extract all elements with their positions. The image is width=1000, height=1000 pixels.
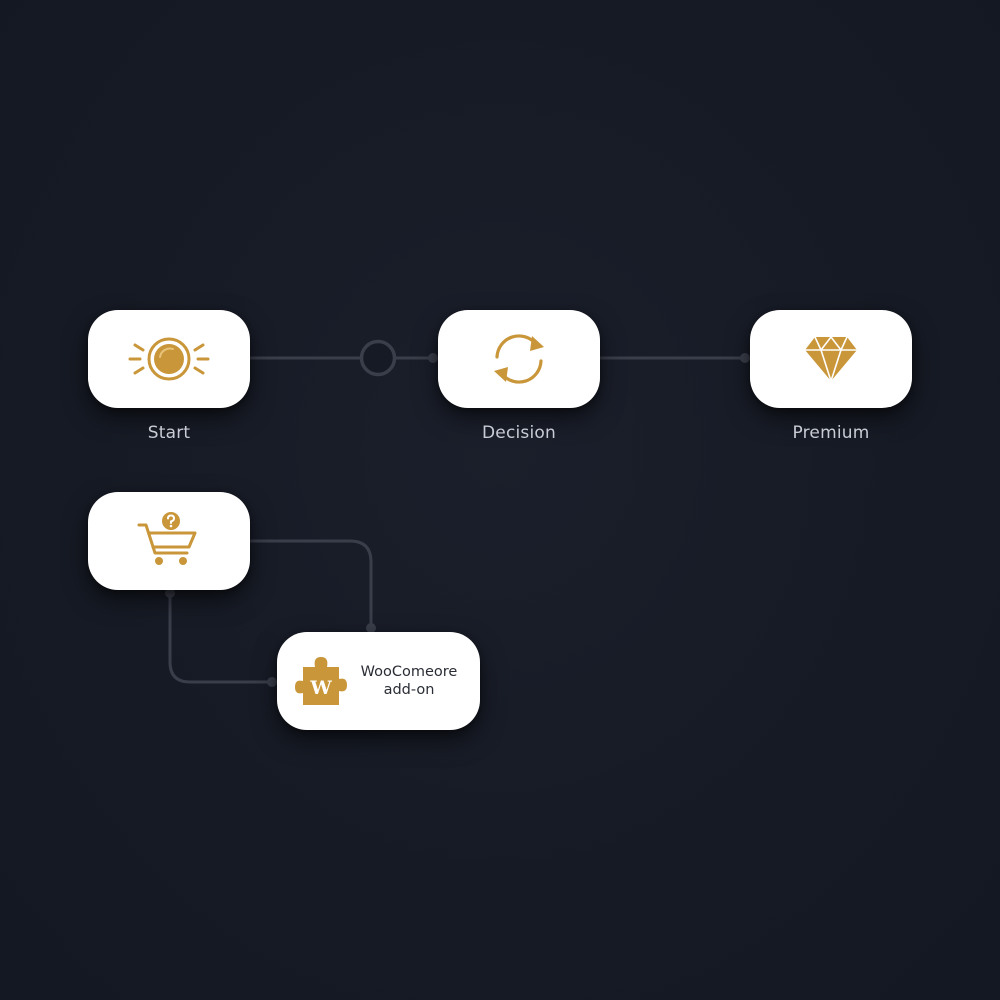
decision-node[interactable] xyxy=(438,310,600,408)
woo-addon-label: WooComeore add-on xyxy=(359,663,459,699)
woo-addon-label-line2: add-on xyxy=(383,682,435,698)
premium-node[interactable] xyxy=(750,310,912,408)
refresh-cycle-icon xyxy=(494,334,544,384)
shopping-cart-question-icon xyxy=(137,512,197,565)
port-dot-woo-top[interactable] xyxy=(366,623,376,633)
cart-node[interactable] xyxy=(88,492,250,590)
junction-ring[interactable] xyxy=(359,339,397,377)
connector-cart-to-woo-left xyxy=(168,590,272,684)
diamond-icon xyxy=(805,336,857,382)
start-label: Start xyxy=(147,423,191,443)
port-dot-woo-left[interactable] xyxy=(267,677,277,687)
port-dot-premium-in[interactable] xyxy=(740,353,750,363)
sun-icon xyxy=(128,337,210,381)
svg-text:W: W xyxy=(309,677,332,699)
connector-cart-to-woo-top xyxy=(250,539,373,628)
port-dot-decision-in[interactable] xyxy=(428,353,438,363)
premium-label: Premium xyxy=(792,423,870,443)
woo-addon-label-line1: WooComeore xyxy=(360,664,458,680)
port-dot-cart-out[interactable] xyxy=(165,588,175,598)
puzzle-piece-w-icon: W xyxy=(295,657,347,705)
decision-label: Decision xyxy=(482,423,556,443)
start-node[interactable] xyxy=(88,310,250,408)
woo-addon-node[interactable]: W WooComeore add-on xyxy=(277,632,480,730)
